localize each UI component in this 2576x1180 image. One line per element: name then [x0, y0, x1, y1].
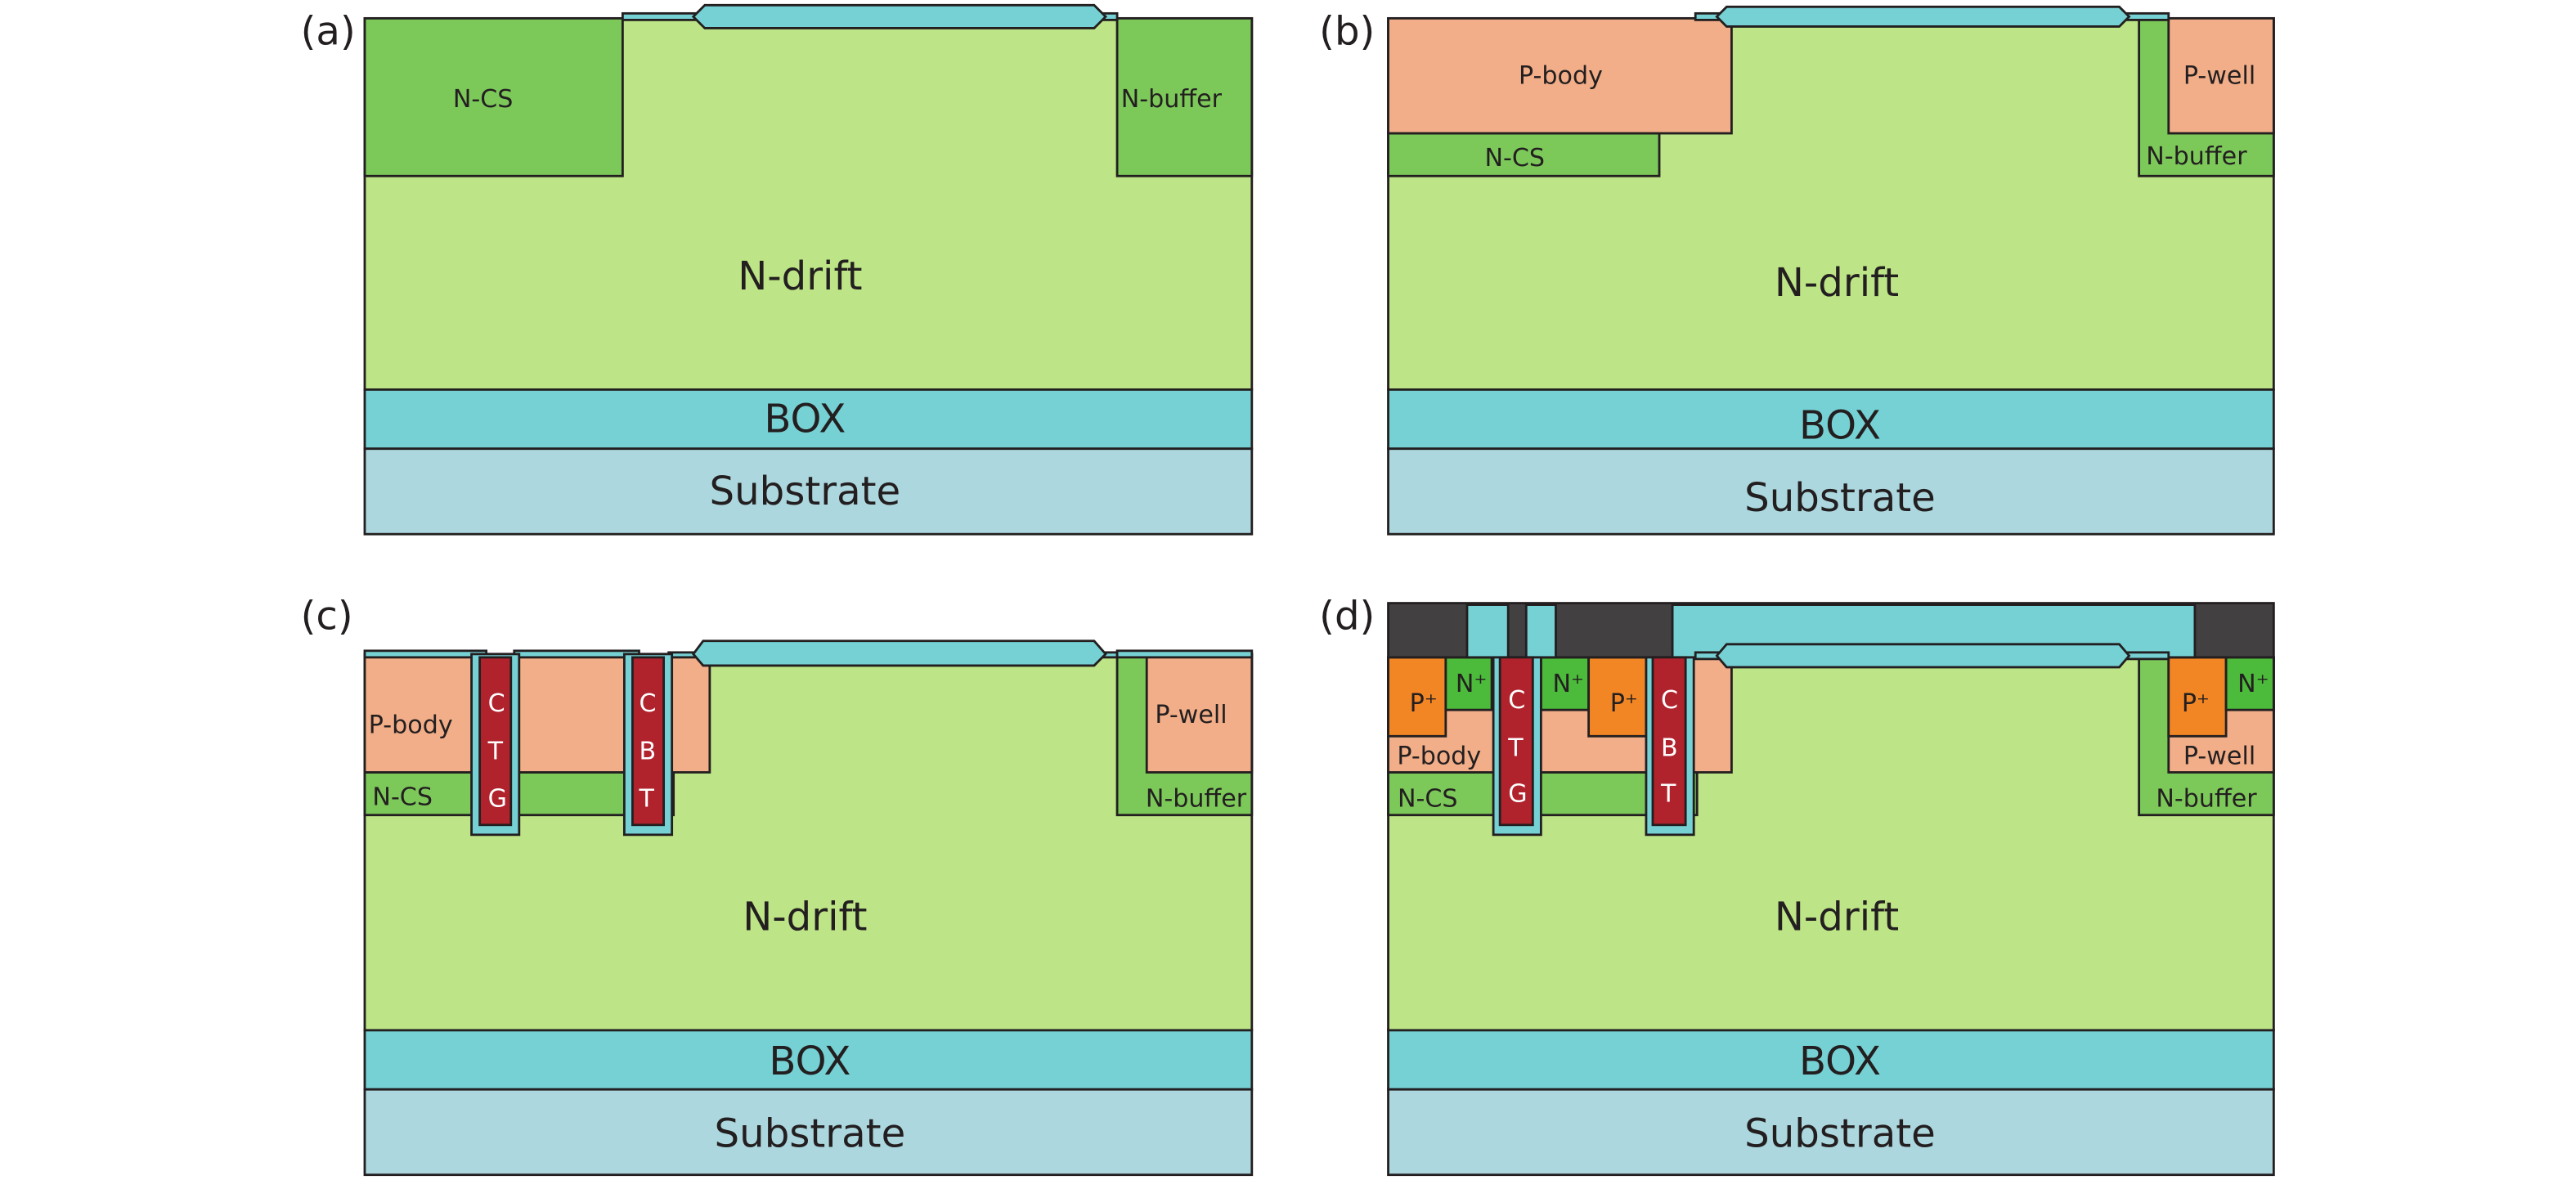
p-well-region [1145, 653, 1254, 774]
cbt-letter: B [639, 737, 656, 765]
n-cs-label: N-CS [372, 783, 433, 812]
box-label: BOX [764, 397, 846, 442]
p-well-label: P-well [2183, 62, 2255, 91]
box-label: BOX [769, 1039, 850, 1084]
isolation-oxide [1465, 603, 1510, 659]
p-body-label: P-body [369, 711, 453, 739]
panel-label: (a) [301, 9, 356, 55]
panel-label: (b) [1319, 9, 1375, 55]
panel-a: (a) N-CS N-buffer N-drift BOX Substrate [301, 3, 1254, 536]
substrate-label: Substrate [710, 469, 901, 514]
ctg-letter: T [487, 737, 504, 765]
ctg-letter: C [1508, 686, 1525, 715]
p-plus-label: P⁺ [1410, 689, 1438, 718]
box-layer [363, 1029, 1254, 1091]
panel-c: (c) P-body N-CS C T G C B T P-well N-buf… [301, 594, 1254, 1177]
panel-label: (c) [301, 594, 353, 639]
n-drift-label: N-drift [738, 253, 862, 299]
substrate-layer [1387, 1088, 2275, 1177]
n-cs-label: N-CS [1398, 785, 1458, 814]
n-plus-region [2224, 656, 2275, 711]
field-oxide [1715, 643, 2131, 669]
field-oxide [1715, 5, 2131, 28]
substrate-label: Substrate [715, 1111, 906, 1157]
p-body-label: P-body [1519, 62, 1603, 91]
cbt-trench [1651, 656, 1687, 827]
panel-b: (b) P-body N-CS P-well N-buffer N-drift … [1319, 5, 2275, 536]
p-well-label: P-well [2183, 742, 2255, 770]
n-buffer-label: N-buffer [1121, 85, 1223, 114]
p-well-label: P-well [1155, 701, 1227, 729]
n-drift-label: N-drift [743, 894, 867, 940]
ctg-letter: T [1507, 734, 1524, 762]
n-buffer-region [1115, 16, 1254, 177]
substrate-layer [363, 1088, 1254, 1177]
thin-oxide [1115, 649, 1254, 659]
box-layer [1387, 388, 2275, 451]
box-layer [363, 388, 1254, 451]
n-buffer-label: N-buffer [2156, 785, 2257, 814]
substrate-label: Substrate [1744, 1111, 1936, 1157]
ctg-letter: G [488, 785, 507, 814]
substrate-layer [1387, 447, 2275, 536]
n-buffer-label: N-buffer [2146, 142, 2247, 171]
cbt-letter: C [1661, 686, 1678, 715]
ctg-letter: C [488, 689, 505, 718]
substrate-layer [363, 447, 1254, 536]
n-drift-label: N-drift [1775, 894, 1899, 940]
box-label: BOX [1799, 1039, 1881, 1084]
p-plus-label: P⁺ [2182, 689, 2210, 718]
cbt-letter: C [639, 689, 656, 718]
p-body-label: P-body [1397, 742, 1481, 770]
field-oxide [691, 639, 1107, 667]
n-drift-label: N-drift [1775, 260, 1899, 306]
n-plus-label: N⁺ [2237, 670, 2269, 698]
cbt-letter: T [1660, 780, 1676, 809]
substrate-label: Substrate [1744, 475, 1936, 521]
cbt-trench [631, 656, 666, 827]
n-cs-label: N-CS [453, 85, 514, 114]
n-cs-region [363, 16, 624, 177]
p-well-region [2167, 16, 2275, 135]
ctg-trench [1498, 656, 1534, 827]
n-cs-region [1387, 132, 1661, 177]
ctg-trench [478, 656, 513, 827]
p-body-region [1387, 16, 1733, 135]
p-plus-label: P⁺ [1610, 689, 1638, 718]
p-plus-region [1387, 656, 1447, 738]
panel-d: (d) P⁺ N⁺ N⁺ P⁺ P⁺ N⁺ P-body N-CS [1319, 594, 2275, 1177]
n-plus-label: N⁺ [1456, 670, 1487, 698]
field-oxide [691, 3, 1107, 29]
n-cs-label: N-CS [1484, 144, 1545, 173]
thin-oxide [363, 649, 488, 659]
box-label: BOX [1799, 403, 1881, 449]
isolation-oxide [1524, 603, 1557, 659]
n-buffer-label: N-buffer [1146, 785, 1247, 814]
ctg-letter: G [1508, 780, 1527, 809]
panel-label: (d) [1319, 594, 1375, 639]
cbt-letter: T [638, 785, 654, 814]
n-plus-label: N⁺ [1552, 670, 1583, 698]
thin-oxide [513, 649, 640, 659]
cbt-letter: B [1661, 734, 1678, 762]
